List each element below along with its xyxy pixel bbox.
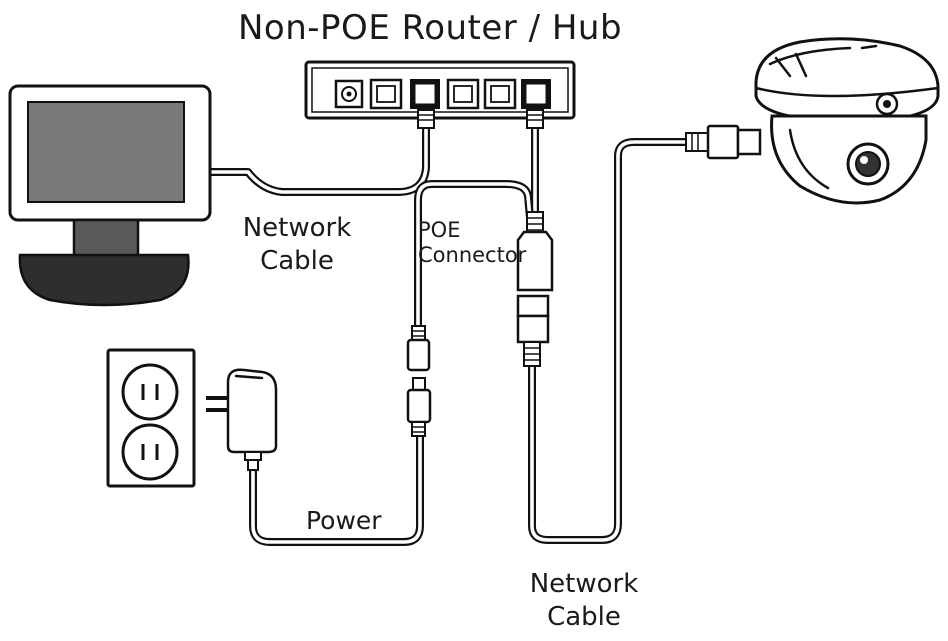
power-jack-icon xyxy=(334,79,364,109)
network-cable-top-line1: Network xyxy=(242,213,352,243)
network-cable-bottom-line1: Network xyxy=(529,569,639,599)
ethernet-port-icon xyxy=(446,78,480,110)
ethernet-port-icon xyxy=(483,78,517,110)
ethernet-port-icon xyxy=(521,79,551,109)
poe-connector-line2: Connector xyxy=(418,243,527,267)
network-cable-top-line2: Cable xyxy=(260,246,334,276)
rj45-plug-icon xyxy=(526,109,544,129)
power-cable-poe-branch xyxy=(414,180,534,334)
poe-connector-line1: POE xyxy=(418,218,461,242)
poe-connector-icon xyxy=(516,211,554,367)
power-adapter-icon xyxy=(206,368,278,471)
ethernet-port-icon xyxy=(410,79,440,109)
monitor-icon xyxy=(8,84,212,307)
network-cable-bottom-line2: Cable xyxy=(547,602,621,632)
poe-connector-label: POE Connector xyxy=(418,218,526,268)
network-cable-top-label: Network Cable xyxy=(236,212,358,278)
dome-camera-icon xyxy=(754,37,940,205)
rj45-plug-icon xyxy=(685,124,762,160)
router-hub xyxy=(304,60,576,129)
network-cable-monitor-router xyxy=(201,122,430,196)
rj45-plug-icon xyxy=(417,109,435,129)
dc-jack-icon xyxy=(406,377,432,437)
power-cable-adapter xyxy=(249,428,424,546)
network-cable-bottom-label: Network Cable xyxy=(520,568,648,634)
router-hub-title: Non-POE Router / Hub xyxy=(238,8,623,48)
power-label: Power xyxy=(306,506,382,535)
network-cable-poe-camera xyxy=(528,138,694,544)
ethernet-port-icon xyxy=(369,78,403,110)
dc-plug-icon xyxy=(406,325,431,372)
wall-outlet-icon xyxy=(106,348,196,488)
